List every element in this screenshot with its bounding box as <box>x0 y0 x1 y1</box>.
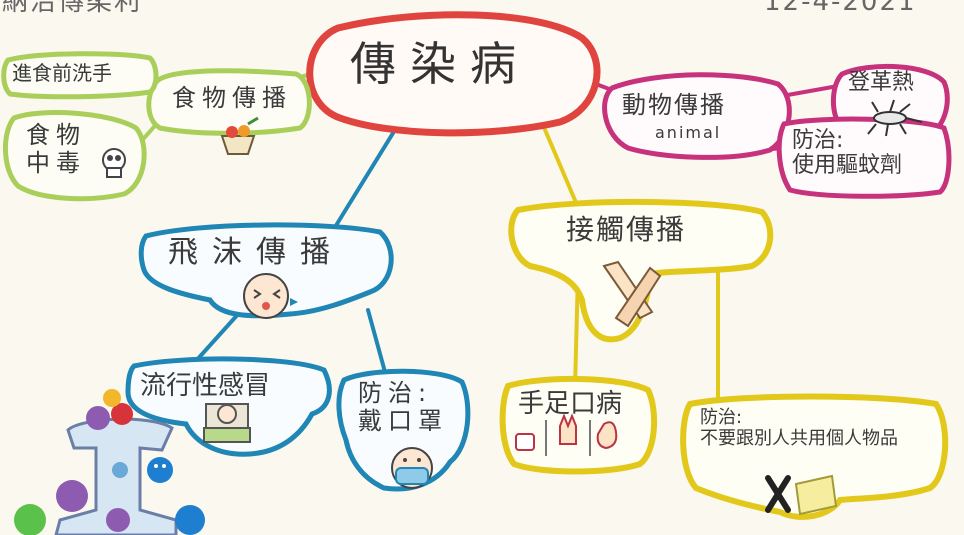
virus-toy-decoration <box>14 389 205 535</box>
droplet-prevent-bubble <box>336 368 471 492</box>
contact-label: 接觸傳播 <box>566 213 687 246</box>
droplet-prevent-text: 防治: 戴口罩 <box>358 379 448 435</box>
food-poison-text: 食物 中毒 <box>26 121 86 177</box>
mosquito-icon <box>867 99 923 137</box>
header-name: 納治傳柔利 <box>2 0 143 17</box>
connector-center-contact <box>538 116 582 214</box>
contact-prevent-bubble <box>680 393 949 520</box>
fruit-basket-icon <box>220 116 259 155</box>
masked-face-icon <box>391 447 433 489</box>
droplet-label: 飛沫傳播 <box>168 235 344 270</box>
food-bubble <box>146 68 312 136</box>
hfmd-text: 手足口病 <box>518 389 623 419</box>
animal-sublabel: animal <box>655 123 722 142</box>
handwash-text: 進食前洗手 <box>12 61 112 85</box>
cross-mark-icon <box>765 475 791 513</box>
animal-label: 動物傳播 <box>622 91 726 119</box>
holding-hands-icon <box>602 260 662 328</box>
dengue-text: 登革熱 <box>848 70 915 95</box>
hand-foot-mouth-icon <box>515 413 618 456</box>
connector-animal-dengue <box>780 84 840 98</box>
connector-droplet-flu <box>193 310 242 364</box>
towel-icon <box>794 474 838 516</box>
sick-person-icon <box>203 403 251 443</box>
hfmd-bubble <box>499 375 658 475</box>
food-label: 食物傳播 <box>172 84 292 112</box>
center-title: 傳染病 <box>350 37 530 91</box>
connector-droplet-prevent <box>366 308 387 374</box>
sneezing-face-icon <box>243 273 298 319</box>
handwash-bubble <box>1 51 159 100</box>
animal-prevent-text: 防治: 使用驅蚊劑 <box>792 128 903 179</box>
flu-text: 流行性感冒 <box>140 371 271 401</box>
skull-icon <box>102 148 126 178</box>
contact-prevent-text: 防治: 不要跟別人共用個人物品 <box>700 407 898 449</box>
animal-bubble <box>602 72 792 160</box>
center-bubble <box>306 11 601 137</box>
header-date: 12-4-2021 <box>764 0 917 17</box>
droplet-bubble <box>138 222 394 319</box>
